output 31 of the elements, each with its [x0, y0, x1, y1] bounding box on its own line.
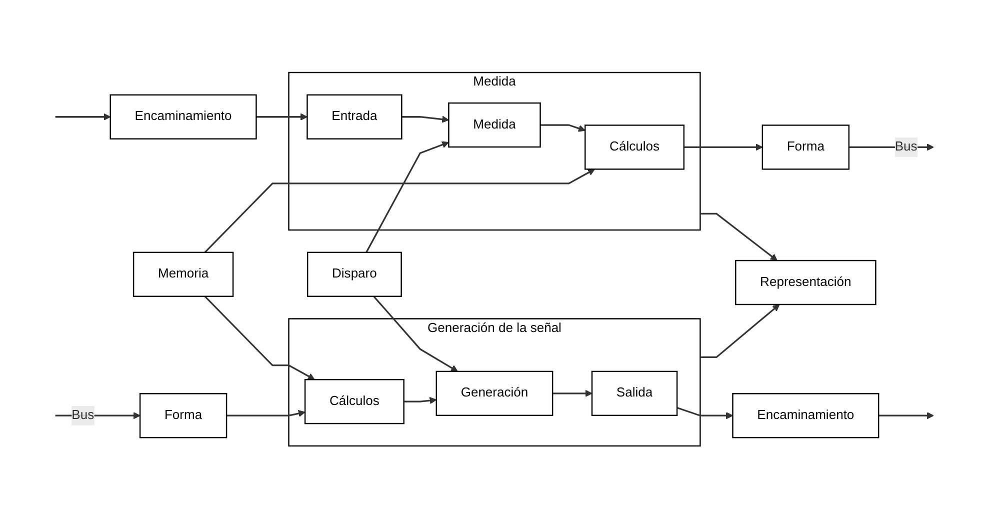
- arrow: [404, 397, 437, 404]
- arrow: [676, 407, 734, 420]
- node-box: Encaminamiento: [732, 393, 880, 438]
- node-box: Generación: [436, 371, 554, 416]
- arrow: [700, 213, 778, 262]
- arrow: [366, 142, 450, 254]
- arrow: [204, 169, 596, 254]
- arrow: [204, 296, 315, 380]
- arrow: [55, 114, 111, 121]
- arrow: [700, 304, 780, 358]
- node-box: Representación: [735, 260, 876, 306]
- edge-label: Bus: [894, 140, 918, 154]
- node-box: Salida: [591, 371, 678, 416]
- edge-label: Bus: [72, 408, 94, 422]
- arrow: [226, 410, 306, 418]
- node-box: Forma: [139, 393, 228, 438]
- arrow: [402, 116, 450, 124]
- node-box: Forma: [762, 124, 850, 170]
- node-box: Cálculos: [304, 379, 404, 424]
- arrow: [684, 144, 763, 152]
- arrow: [373, 296, 458, 372]
- node-box: Medida: [448, 102, 541, 148]
- arrow: [878, 412, 934, 420]
- arrow: [256, 114, 308, 121]
- arrow: [552, 390, 592, 398]
- arrow: [540, 124, 586, 132]
- node-box: Memoria: [132, 252, 234, 298]
- node-box: Disparo: [307, 252, 402, 298]
- node-box: Encaminamiento: [110, 94, 257, 140]
- node-box: Cálculos: [584, 124, 685, 170]
- node-box: Entrada: [306, 94, 402, 140]
